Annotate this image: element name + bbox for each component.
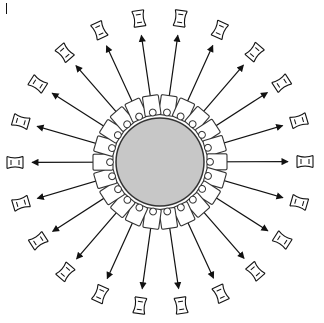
plug-outline bbox=[297, 156, 313, 168]
cable-plug-icon bbox=[12, 195, 31, 211]
arrow-line-icon bbox=[76, 209, 119, 259]
plug-outline bbox=[174, 297, 188, 315]
plug-detail bbox=[11, 160, 19, 165]
plug-outline bbox=[91, 21, 109, 41]
cable-plug-icon bbox=[55, 43, 75, 63]
plug-outline bbox=[212, 284, 230, 304]
cable-plug-icon bbox=[290, 194, 309, 210]
arrow-line-icon bbox=[141, 35, 151, 100]
cable-plug-icon bbox=[174, 297, 188, 315]
cable-plug-icon bbox=[290, 113, 309, 129]
arrow-line-icon bbox=[76, 66, 119, 116]
cable-plug-icon bbox=[132, 10, 146, 28]
plug-detail bbox=[95, 26, 103, 35]
cable-plug-icon bbox=[211, 20, 229, 40]
plug-detail bbox=[301, 159, 309, 164]
plug-detail bbox=[137, 301, 143, 310]
arrow-line-icon bbox=[106, 46, 134, 106]
hub-disk-icon bbox=[116, 118, 204, 206]
plug-outline bbox=[28, 75, 48, 94]
cable-plug-icon bbox=[56, 262, 76, 282]
plug-detail bbox=[217, 289, 225, 298]
cable-plug-icon bbox=[91, 21, 109, 41]
cable-plug-icon bbox=[91, 284, 109, 304]
connector-port-hole bbox=[149, 109, 157, 117]
arrow-line-icon bbox=[169, 35, 178, 100]
arrow-line-icon bbox=[169, 223, 179, 288]
connector-port-hole bbox=[207, 158, 214, 165]
connector-port-icon bbox=[207, 154, 227, 170]
arrow-line-icon bbox=[219, 126, 282, 145]
plug-outline bbox=[55, 43, 75, 63]
plug-outline bbox=[56, 262, 76, 282]
cable-plug-icon bbox=[245, 42, 265, 62]
arrow-line-icon bbox=[186, 45, 213, 105]
cable-plug-icon bbox=[212, 284, 230, 304]
arrow-line-icon bbox=[142, 223, 151, 288]
cable-plug-icon bbox=[246, 261, 266, 281]
plug-outline bbox=[290, 113, 309, 129]
cable-plug-icon bbox=[7, 156, 23, 168]
connector-port-hole bbox=[107, 159, 114, 166]
cable-plug-icon bbox=[28, 75, 48, 94]
plug-outline bbox=[290, 194, 309, 210]
cable-plug-icon bbox=[297, 156, 313, 168]
arrow-line-icon bbox=[186, 218, 214, 278]
plug-detail bbox=[177, 14, 183, 23]
arrow-line-icon bbox=[52, 93, 108, 129]
cable-plug-icon bbox=[28, 231, 48, 250]
plug-outline bbox=[245, 42, 265, 62]
plug-outline bbox=[132, 10, 146, 28]
plug-outline bbox=[246, 261, 266, 281]
plug-outline bbox=[133, 297, 147, 315]
center-layer bbox=[116, 118, 204, 206]
plug-outline bbox=[272, 74, 292, 93]
cable-plug-icon bbox=[11, 114, 30, 130]
cable-plug-icon bbox=[272, 74, 292, 93]
plug-detail bbox=[136, 14, 142, 23]
connector-port-hole bbox=[163, 109, 171, 117]
plug-outline bbox=[12, 195, 31, 211]
arrow-line-icon bbox=[200, 65, 243, 115]
plug-detail bbox=[16, 200, 25, 207]
plug-detail bbox=[16, 118, 25, 125]
plug-detail bbox=[216, 25, 224, 34]
arrow-line-icon bbox=[37, 126, 100, 144]
arrow-line-icon bbox=[107, 218, 134, 278]
plug-outline bbox=[211, 20, 229, 40]
plug-outline bbox=[11, 114, 30, 130]
connector-port-hole bbox=[149, 208, 157, 216]
arrow-line-icon bbox=[212, 92, 267, 128]
arrow-line-icon bbox=[212, 195, 268, 231]
plug-outline bbox=[91, 284, 109, 304]
cable-plug-icon bbox=[173, 10, 187, 28]
cable-plug-icon bbox=[133, 297, 147, 315]
plug-detail bbox=[294, 117, 303, 124]
arrow-line-icon bbox=[53, 196, 108, 232]
cable-plug-icon bbox=[272, 231, 292, 250]
plug-outline bbox=[28, 231, 48, 250]
arrow-line-icon bbox=[201, 209, 244, 259]
arrow-line-icon bbox=[37, 180, 100, 199]
connector-port-icon bbox=[93, 154, 113, 170]
plug-outline bbox=[272, 231, 292, 250]
plug-detail bbox=[295, 199, 304, 206]
connector-port-hole bbox=[163, 208, 171, 216]
plug-outline bbox=[7, 156, 23, 168]
plug-detail bbox=[178, 301, 184, 310]
connector-port-icon bbox=[142, 95, 161, 118]
plug-detail bbox=[96, 289, 104, 298]
plug-outline bbox=[173, 10, 187, 28]
arrow-line-icon bbox=[220, 179, 283, 197]
